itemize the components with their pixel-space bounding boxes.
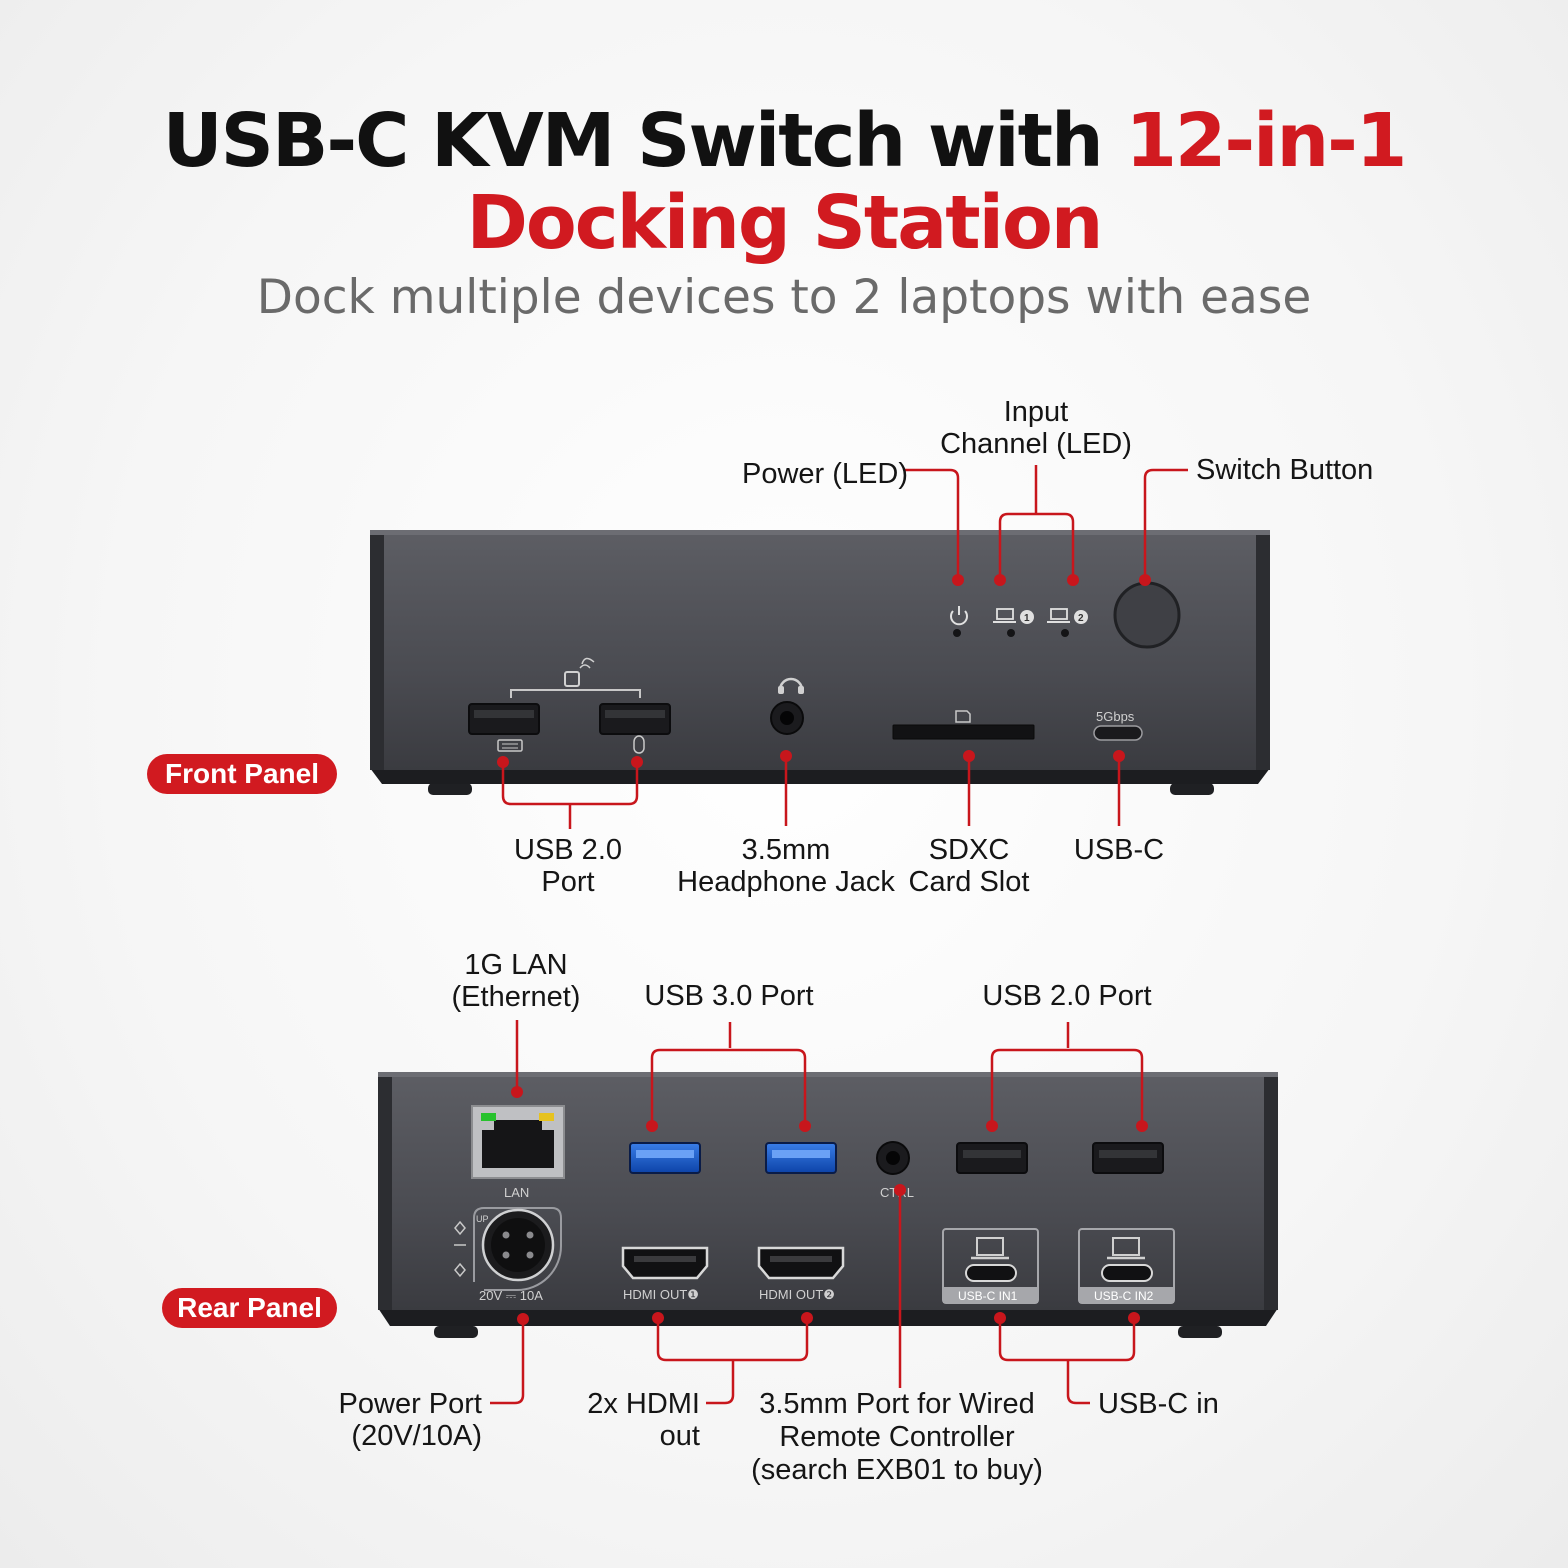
hdmi-out2-label: HDMI OUT❷ — [759, 1287, 835, 1302]
label-lan-line1: 1G LAN — [464, 949, 568, 981]
rear-callout-lines — [490, 1020, 1144, 1405]
label-power-port: Power Port (20V/10A) — [300, 1388, 482, 1452]
label-usbc-front: USB-C — [1073, 834, 1165, 866]
label-switch-button: Switch Button — [1196, 454, 1374, 486]
subtitle: Dock multiple devices to 2 laptops with … — [256, 270, 1312, 325]
label-lan-line2: (Ethernet) — [451, 981, 581, 1013]
laptop-2-icon: 2 — [1047, 608, 1088, 624]
rear-hdmi-port-2 — [757, 1246, 845, 1280]
label-usb20-front-line2: Port — [541, 866, 595, 898]
rear-callout-dots — [511, 1086, 1148, 1325]
front-panel-badge: Front Panel — [147, 754, 337, 794]
svg-text:1: 1 — [1024, 613, 1030, 624]
polarity-icon — [454, 1220, 466, 1278]
label-input-channel-line1: Input — [1003, 396, 1069, 428]
label-headphone-jack: 3.5mm Headphone Jack — [677, 834, 895, 898]
rear-panel-device: LAN UP 20V ⎓ 10A CTRL HDMI OUT❶ HDMI OUT… — [378, 1072, 1278, 1338]
laptop-1-icon: 1 — [993, 608, 1034, 624]
label-hdmi-line1: 2x HDMI — [587, 1388, 700, 1420]
front-switch-button — [1113, 581, 1181, 649]
lan-device-label: LAN — [504, 1185, 529, 1200]
power-device-label: 20V ⎓ 10A — [479, 1288, 543, 1303]
rear-usbc-in2-port — [1101, 1264, 1153, 1282]
label-usb20-front: USB 2.0 Port — [514, 834, 622, 898]
keyboard-icon — [497, 739, 523, 752]
label-sdxc-slot: SDXC Card Slot — [909, 834, 1030, 898]
laptop-icon-in2 — [1112, 1237, 1140, 1256]
label-usb20-rear: USB 2.0 Port — [982, 980, 1152, 1012]
headline-line-2: Docking Station — [466, 180, 1104, 266]
front-usb20-port-2 — [599, 703, 671, 735]
front-panel-device: 5Gbps 1 2 — [370, 530, 1270, 795]
label-input-channel-line2: Channel (LED) — [940, 428, 1132, 460]
rear-hdmi-port-1 — [621, 1246, 709, 1280]
label-remote-line1: 3.5mm Port for Wired — [759, 1388, 1035, 1420]
hdmi-out1-label: HDMI OUT❶ — [623, 1287, 699, 1302]
label-headphone-line1: 3.5mm — [741, 834, 831, 866]
label-input-channel: Input Channel (LED) — [940, 396, 1132, 460]
label-power-port-line2: (20V/10A) — [351, 1420, 482, 1452]
label-lan: 1G LAN (Ethernet) — [452, 949, 581, 1013]
label-power-port-line1: Power Port — [338, 1388, 482, 1420]
power-icon — [950, 610, 968, 626]
label-remote-port: 3.5mm Port for Wired Remote Controller (… — [751, 1388, 1043, 1487]
label-usbc-in: USB-C in — [1098, 1388, 1219, 1420]
rear-usbc-in1-port — [965, 1264, 1017, 1282]
usbc-in2-label: USB-C IN2 — [1094, 1289, 1154, 1303]
usbc-speed-label: 5Gbps — [1096, 709, 1135, 724]
label-usb30-rear: USB 3.0 Port — [644, 980, 814, 1012]
front-callout-lines — [501, 465, 1188, 829]
label-power-led: Power (LED) — [742, 458, 908, 490]
usbc-in1-label: USB-C IN1 — [958, 1289, 1018, 1303]
label-hdmi-line2: out — [659, 1420, 700, 1452]
front-callout-dots — [497, 574, 1151, 768]
label-remote-line2: Remote Controller — [779, 1421, 1015, 1453]
mouse-icon — [633, 735, 645, 754]
label-hdmi-out: 2x HDMI out — [540, 1388, 700, 1452]
headline-line-1: USB-C KVM Switch with 12-in-1 — [0, 98, 1568, 184]
sd-card-icon — [955, 710, 971, 723]
front-sdxc-slot — [892, 724, 1035, 740]
headline-red-text: 12-in-1 — [1125, 98, 1407, 184]
front-usb20-port-1 — [468, 703, 540, 735]
svg-text:2: 2 — [1078, 613, 1084, 624]
wireless-dongle-icon — [564, 671, 580, 687]
headline-black-text: USB-C KVM Switch with — [162, 98, 1126, 184]
label-sdxc-line1: SDXC — [928, 834, 1010, 866]
label-remote-line3: (search EXB01 to buy) — [751, 1454, 1043, 1486]
power-up-label: UP — [476, 1214, 489, 1224]
front-usbc-port — [1093, 725, 1143, 741]
label-headphone-line2: Headphone Jack — [677, 866, 895, 898]
rear-panel-badge: Rear Panel — [162, 1288, 337, 1328]
label-sdxc-line2: Card Slot — [908, 866, 1030, 898]
laptop-icon-in1 — [976, 1237, 1004, 1256]
label-usb20-front-line1: USB 2.0 — [514, 834, 622, 866]
